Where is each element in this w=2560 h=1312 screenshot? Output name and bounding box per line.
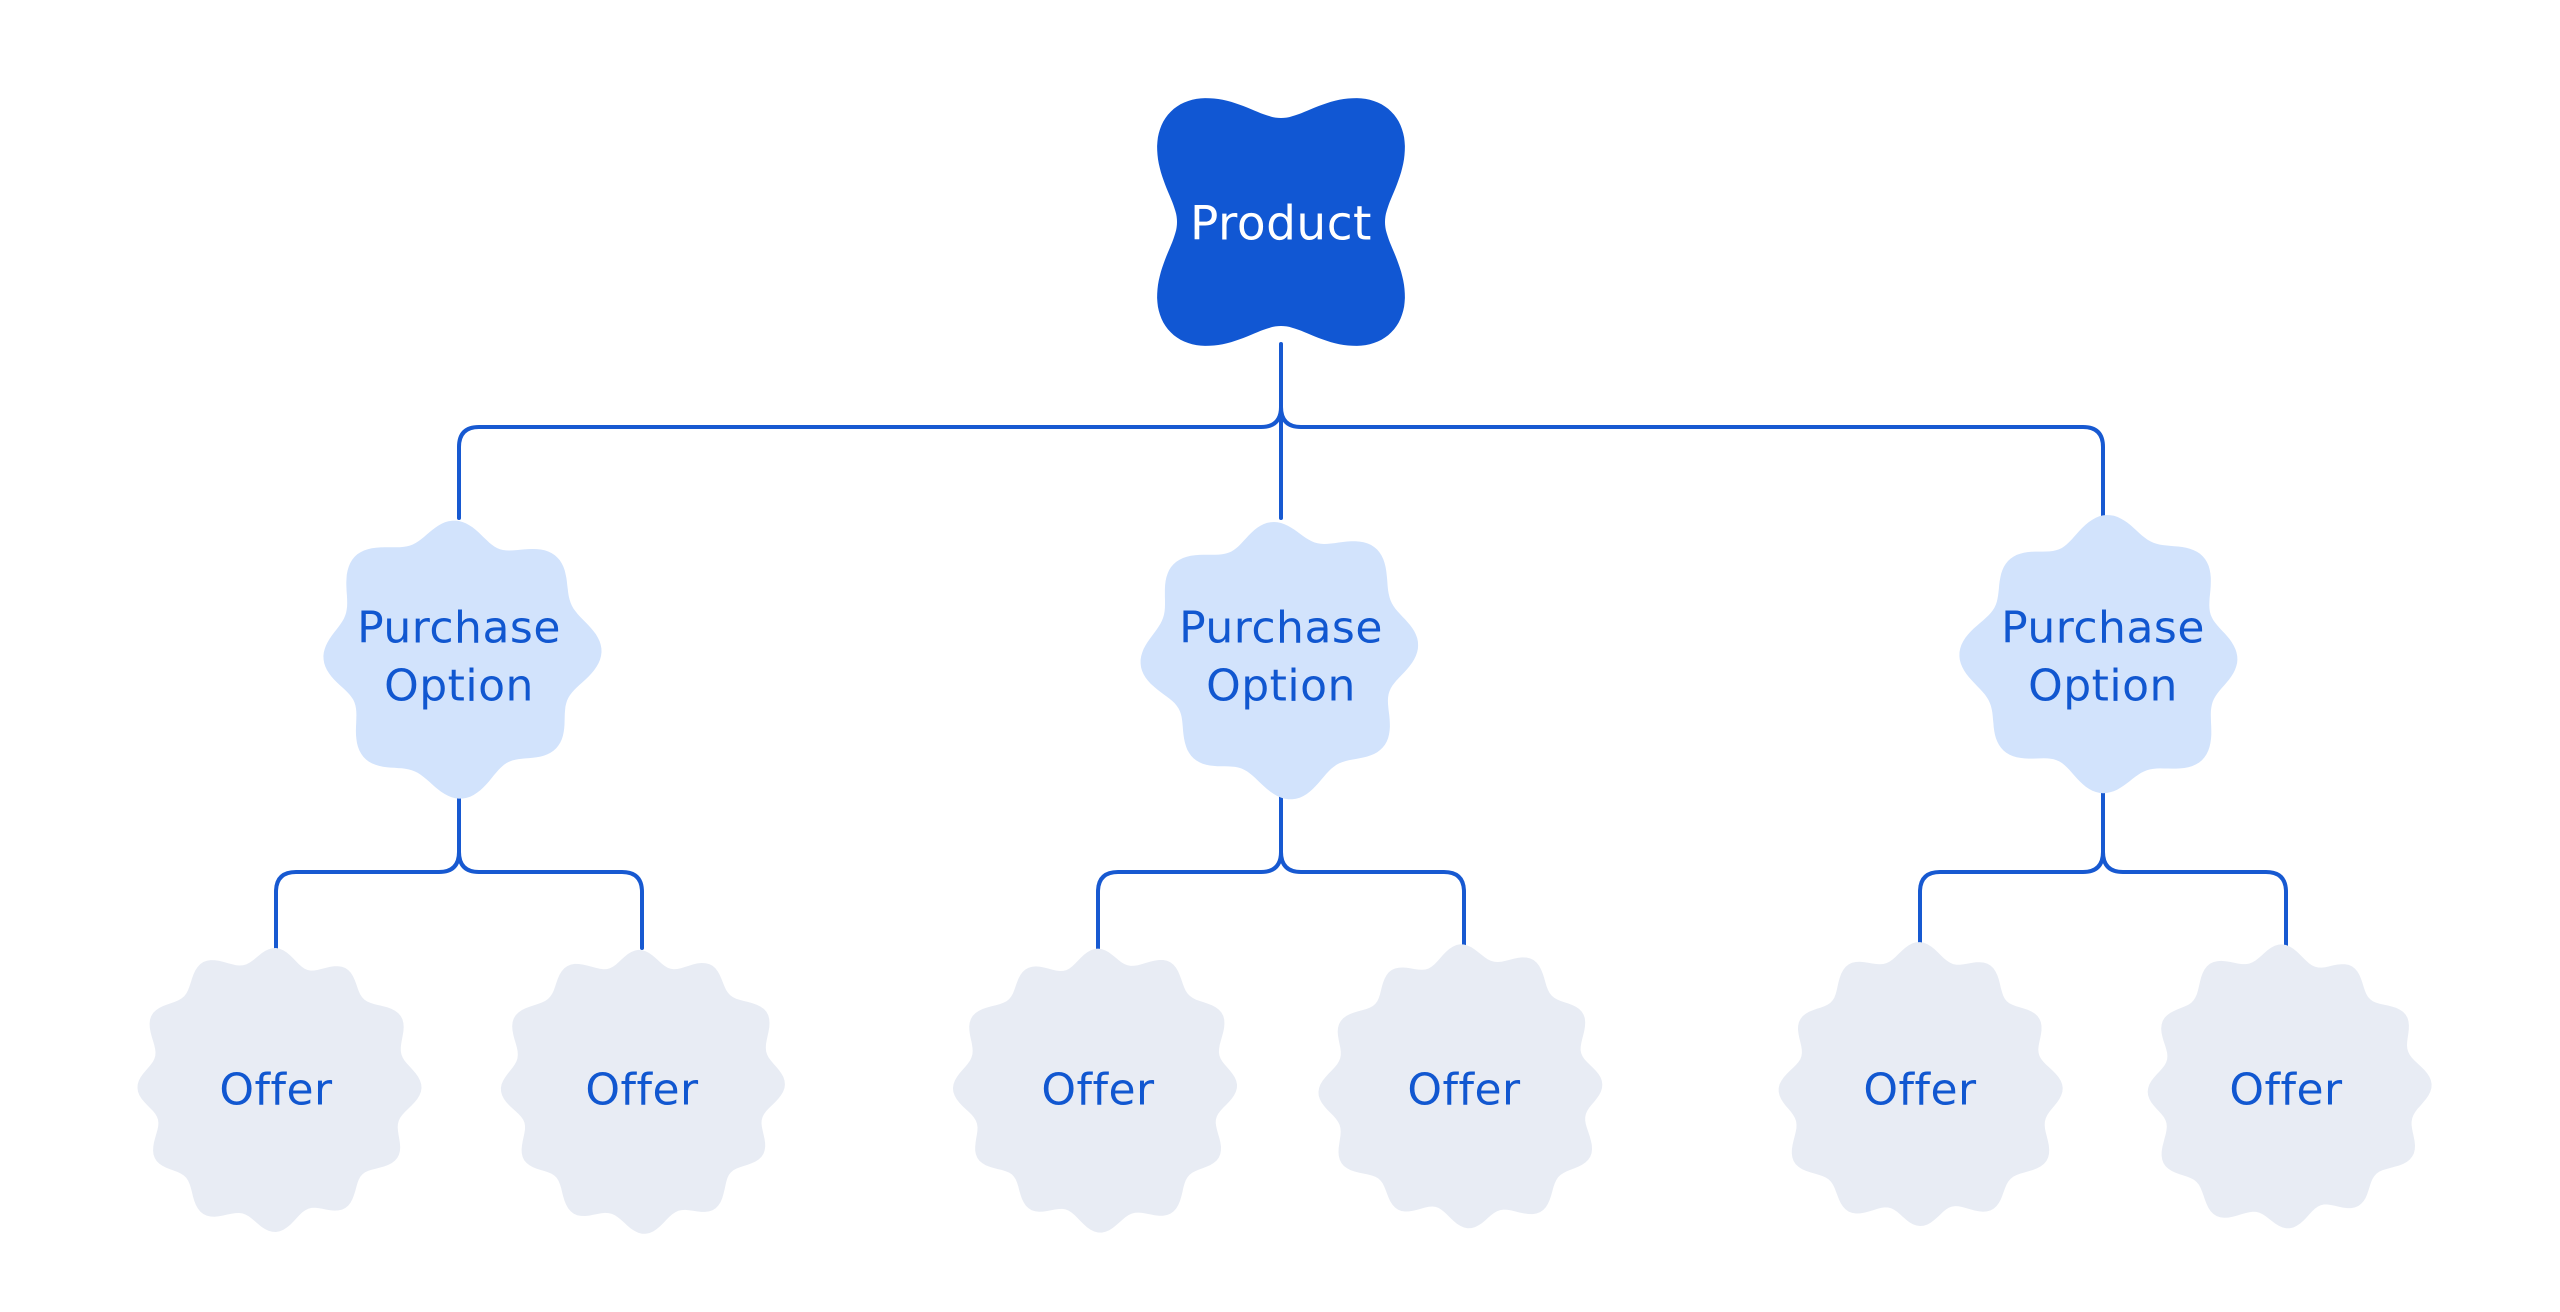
offer-node-5: Offer bbox=[1778, 942, 2063, 1226]
connector-purchase2-to-offer-4 bbox=[1279, 792, 1466, 950]
connector-product-to-purchase-1 bbox=[457, 405, 1283, 520]
purchase-option-label-line1: Purchase bbox=[1179, 603, 1383, 654]
offer-label: Offer bbox=[1863, 1065, 1977, 1116]
offer-blob bbox=[953, 948, 1237, 1233]
connector-purchase3-to-offer-6 bbox=[2101, 792, 2288, 950]
connector-purchase2-to-offer-3 bbox=[1096, 792, 1283, 950]
connector-purchase1-to-offer-2 bbox=[457, 792, 644, 950]
offer-blob bbox=[1318, 944, 1603, 1229]
offer-node-2: Offer bbox=[500, 949, 785, 1234]
offer-label: Offer bbox=[2229, 1065, 2343, 1116]
offer-node-1: Offer bbox=[137, 948, 422, 1232]
offer-node-6: Offer bbox=[2147, 944, 2432, 1229]
connector-product-to-purchase-3 bbox=[1279, 405, 2105, 520]
product-node: Product bbox=[1157, 98, 1405, 346]
offer-label: Offer bbox=[219, 1065, 333, 1116]
offer-node-3: Offer bbox=[953, 948, 1237, 1233]
purchase-option-blob bbox=[1959, 515, 2238, 794]
purchase-option-label-line2: Option bbox=[2028, 661, 2178, 712]
purchase-option-blob bbox=[323, 520, 602, 799]
purchase-option-label-line2: Option bbox=[384, 661, 534, 712]
purchase-option-label-line1: Purchase bbox=[357, 603, 561, 654]
purchase-option-label-line1: Purchase bbox=[2001, 603, 2205, 654]
purchase-option-node-1: Purchase Option bbox=[323, 520, 602, 799]
purchase-option-blob bbox=[1140, 522, 1419, 800]
offer-label: Offer bbox=[1041, 1065, 1155, 1116]
connector-purchase1-to-offer-1 bbox=[274, 792, 461, 950]
connector-purchase3-to-offer-5 bbox=[1918, 792, 2105, 950]
offer-node-4: Offer bbox=[1318, 944, 1603, 1229]
offer-blob bbox=[500, 949, 785, 1234]
product-label: Product bbox=[1190, 197, 1372, 252]
purchase-option-node-3: Purchase Option bbox=[1959, 515, 2238, 794]
offer-blob bbox=[1778, 942, 2063, 1226]
offer-label: Offer bbox=[1407, 1065, 1521, 1116]
offer-blob bbox=[2147, 944, 2432, 1229]
purchase-option-label-line2: Option bbox=[1206, 661, 1356, 712]
offer-blob bbox=[137, 948, 422, 1232]
offer-label: Offer bbox=[585, 1065, 699, 1116]
connectors bbox=[274, 342, 2288, 950]
purchase-option-node-2: Purchase Option bbox=[1140, 522, 1419, 800]
product-blob bbox=[1157, 98, 1405, 346]
